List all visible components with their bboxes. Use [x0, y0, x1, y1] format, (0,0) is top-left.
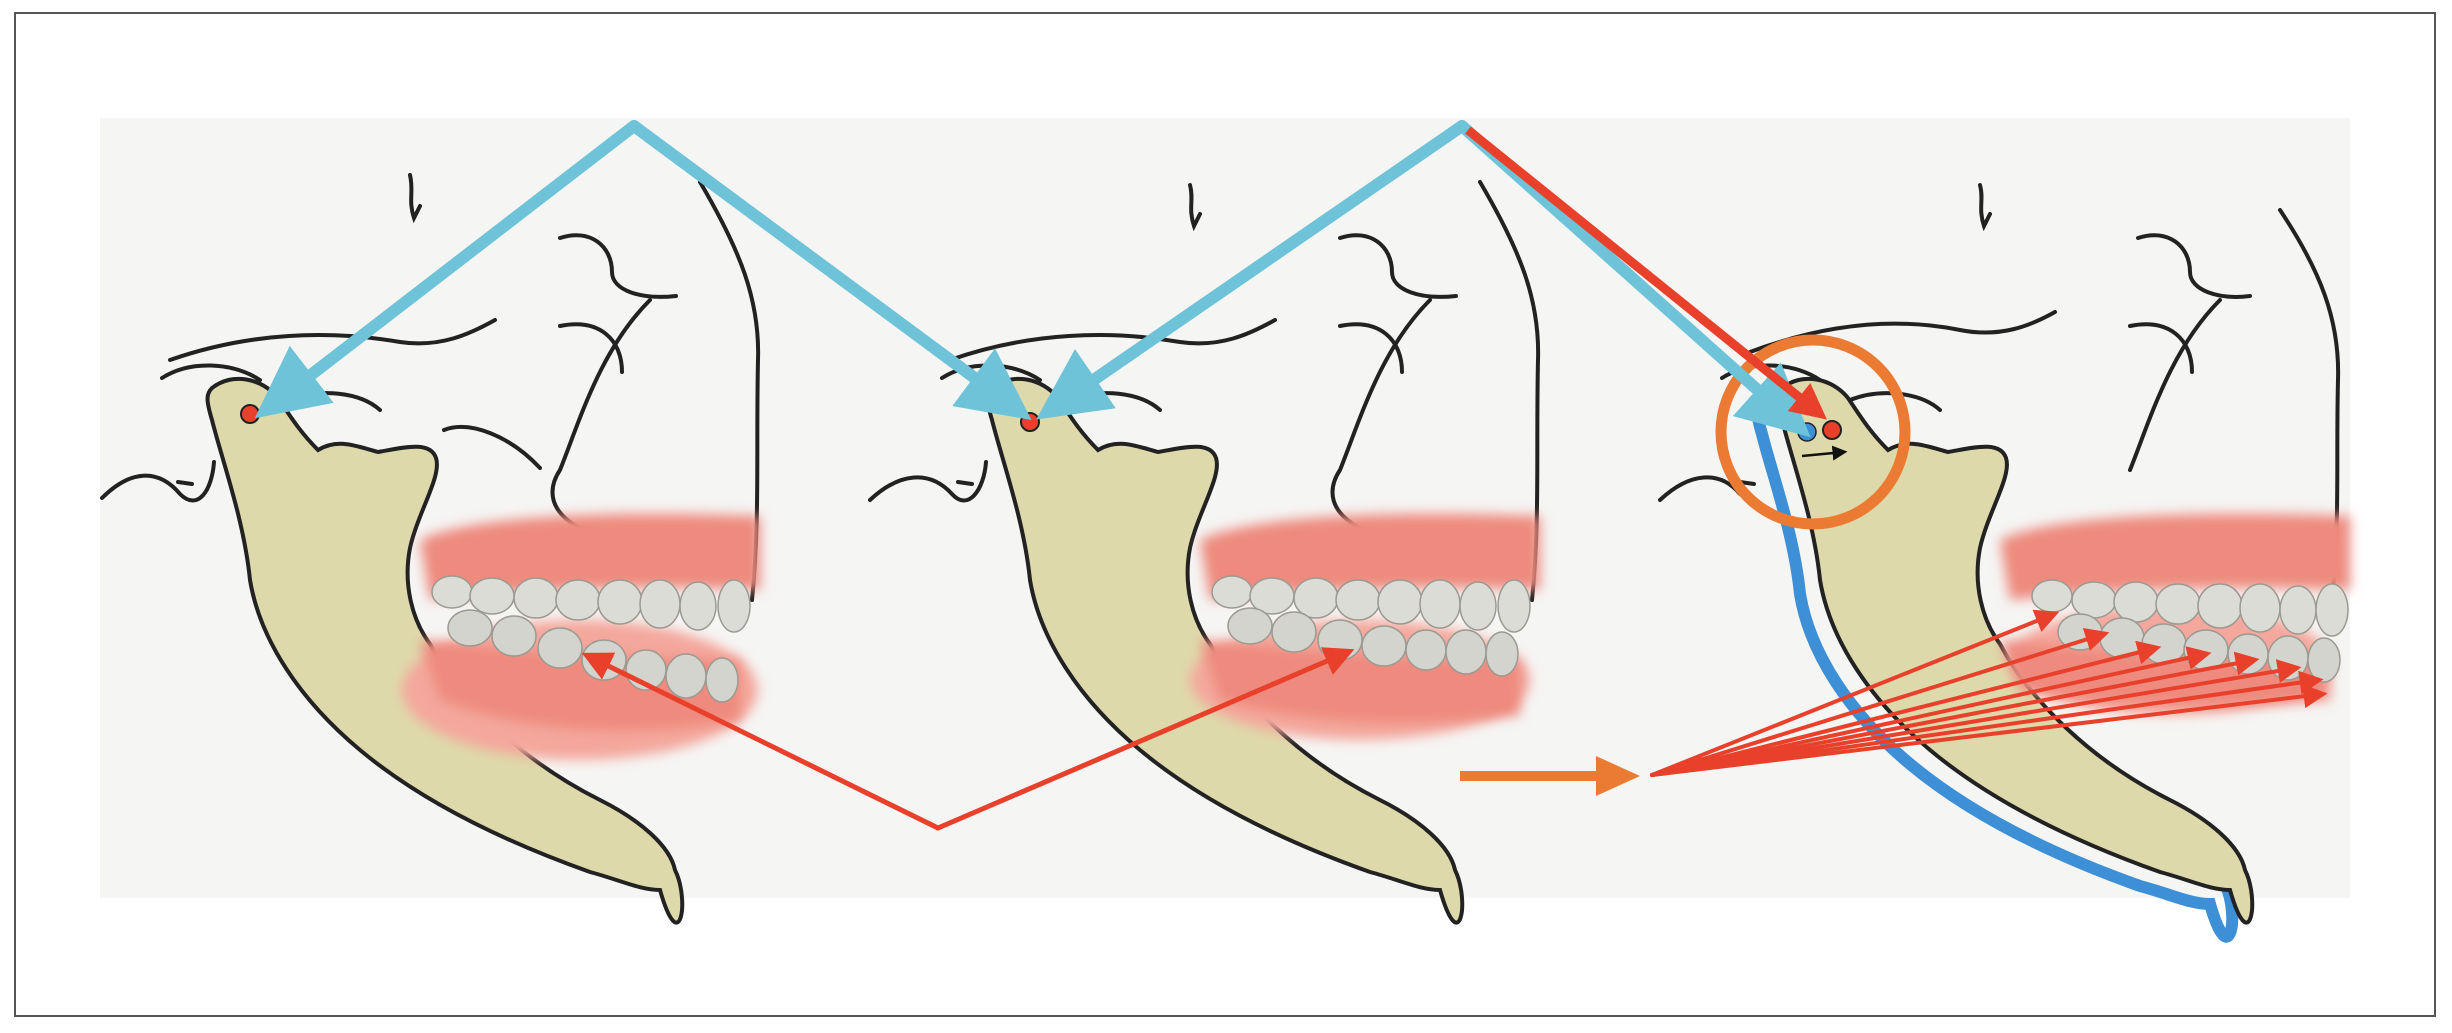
upper-gum — [1200, 513, 1540, 600]
shift-arrow-black — [1801, 445, 1848, 461]
upper-gum — [2000, 513, 2350, 600]
upper-gum — [420, 513, 760, 600]
blue-arrow-2a — [1036, 120, 1468, 420]
red-bite-arrows — [581, 647, 1355, 831]
orange-advance-arrow — [1460, 756, 1640, 796]
condyle-point-red — [1822, 420, 1842, 440]
jaw-panel-advanced — [1658, 183, 2350, 943]
red-fan-arrows — [1650, 609, 2328, 777]
light-blue-arrows — [254, 120, 1811, 438]
upper-teeth — [431, 575, 751, 633]
condyle-point-red — [240, 404, 260, 424]
condyle-point-red — [1020, 412, 1040, 432]
jaw-panel-open — [100, 173, 761, 925]
upper-teeth — [2031, 579, 2349, 637]
condyle-highlight-circle — [1715, 334, 1911, 530]
blue-arrow-1a — [254, 120, 640, 419]
upper-teeth — [1211, 575, 1531, 633]
mandible — [1775, 376, 2255, 925]
red-arrow-to-condyle — [1465, 126, 1828, 420]
mandible — [205, 376, 685, 925]
mandible — [985, 376, 1465, 925]
blue-arrow-1b — [628, 120, 1032, 420]
